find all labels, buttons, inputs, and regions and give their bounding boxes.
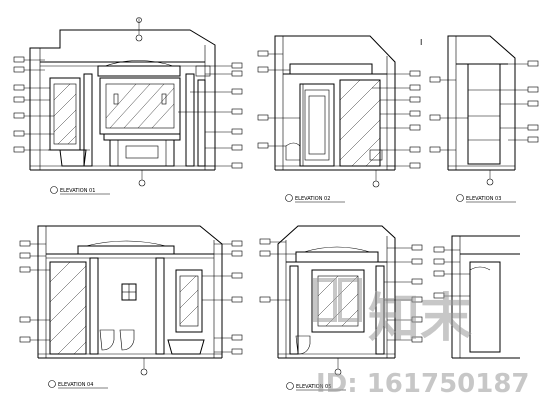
elevation-05-right-tags bbox=[384, 244, 423, 343]
sheet-marker: I bbox=[420, 38, 422, 47]
elevation-01-left-tags bbox=[13, 56, 54, 153]
elevation-02-right-tags bbox=[372, 70, 421, 169]
elevation-04-title: ELEVATION 04 bbox=[58, 382, 93, 388]
elevation-05-title: ELEVATION 05 bbox=[296, 384, 331, 390]
elevation-04-right-tags bbox=[202, 240, 243, 355]
elevation-03-tags bbox=[429, 60, 539, 153]
elevation-06-tags bbox=[433, 246, 470, 299]
elevation-03: ELEVATION 03 bbox=[429, 35, 539, 203]
elevation-02-left-tags bbox=[257, 50, 300, 149]
watermark: 知末 ID: 161750187 bbox=[313, 278, 530, 399]
elevation-05-left-tags bbox=[259, 238, 296, 303]
elevation-06 bbox=[433, 235, 520, 359]
elevation-01-title: ELEVATION 01 bbox=[60, 188, 95, 194]
elevation-02: ELEVATION 02 bbox=[257, 35, 421, 203]
elevation-01: ELEVATION 01 bbox=[13, 17, 243, 195]
elevation-04-left-tags bbox=[19, 240, 50, 343]
elevation-03-title: ELEVATION 03 bbox=[466, 196, 501, 202]
watermark-id: ID: 161750187 bbox=[316, 369, 530, 399]
watermark-logo-mark bbox=[313, 278, 362, 322]
elevation-01-right-tags bbox=[178, 62, 243, 169]
elevation-04: ELEVATION 04 bbox=[19, 225, 243, 389]
watermark-logo-text: 知末 bbox=[368, 289, 472, 349]
elevation-02-title: ELEVATION 02 bbox=[295, 196, 330, 202]
